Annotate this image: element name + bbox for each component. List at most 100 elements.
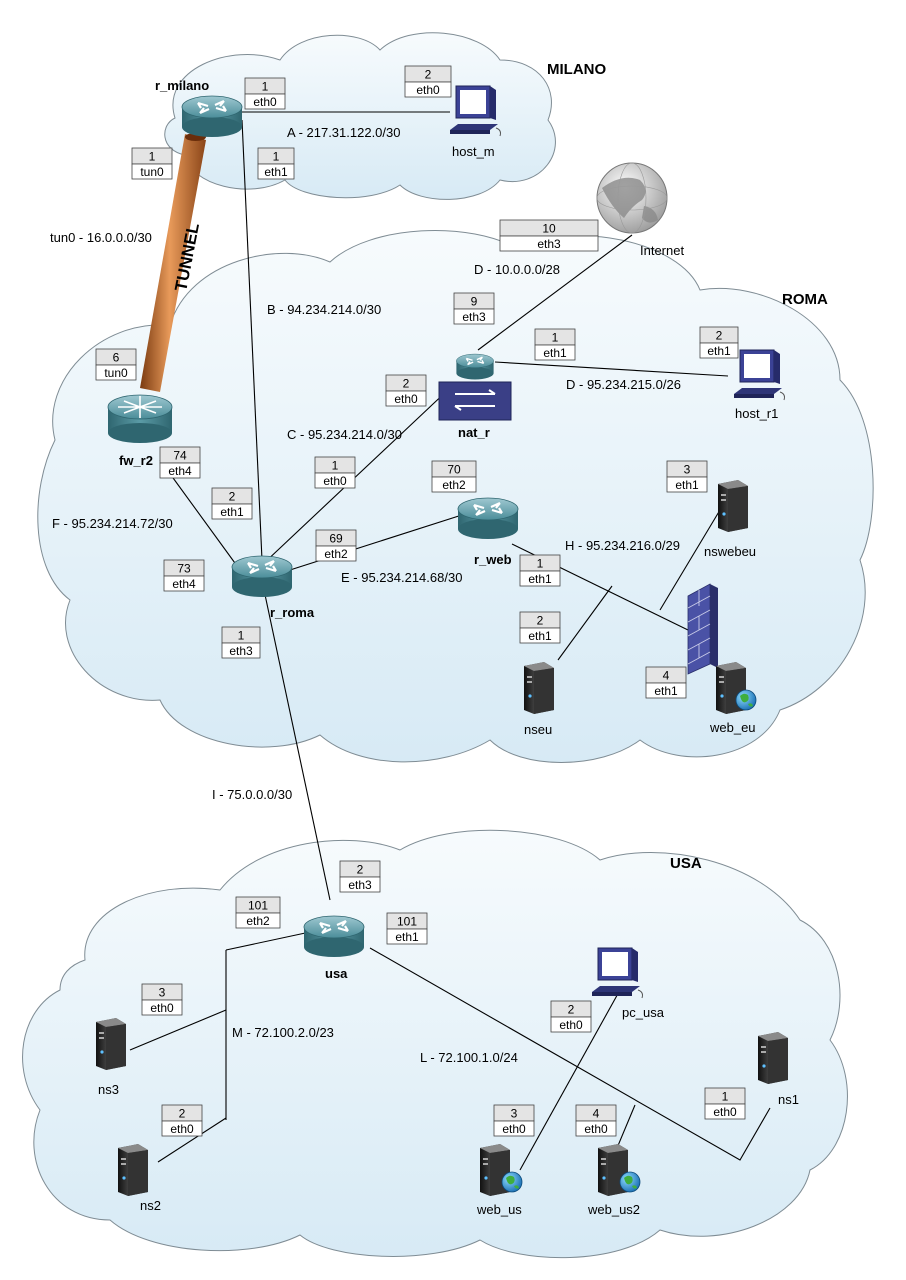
link-m-ns3 [129, 1009, 227, 1051]
server-icon-ns1[interactable] [758, 1032, 788, 1084]
interface-number: 3 [511, 1107, 518, 1121]
interface-name: tun0 [104, 366, 128, 380]
interface-number: 1 [537, 557, 544, 571]
web-globe-icon-web-us [501, 1171, 523, 1193]
interface-name: eth0 [394, 392, 418, 406]
internet-label: Internet [640, 243, 684, 258]
node-label-fw-r2: fw_r2 [119, 453, 153, 468]
node-label-host-m: host_m [452, 144, 495, 159]
interface-name: eth1 [264, 165, 288, 179]
interface-name: eth0 [253, 95, 277, 109]
link-l-web-us2 [616, 1104, 636, 1149]
firewall-router-icon-fw-r2[interactable] [107, 394, 173, 443]
interface-name: eth0 [150, 1001, 174, 1015]
interface-number: 10 [542, 222, 556, 236]
network-label-tun0: tun0 - 16.0.0.0/30 [50, 230, 152, 245]
node-label-nseu: nseu [524, 722, 552, 737]
interface-name: eth3 [348, 878, 372, 892]
node-label-nat-r: nat_r [458, 425, 490, 440]
interface-number: 2 [568, 1003, 575, 1017]
interface-name: eth1 [220, 505, 244, 519]
interface-name: eth2 [442, 478, 466, 492]
internet-globe [596, 162, 668, 234]
interface-name: eth4 [172, 577, 196, 591]
interface-name: eth0 [170, 1122, 194, 1136]
interface-name: eth1 [395, 930, 419, 944]
router-icon-r-roma[interactable] [230, 554, 294, 599]
interface-number: 1 [262, 80, 269, 94]
link-l-pc [519, 989, 621, 1171]
interface-name: eth3 [537, 237, 561, 251]
interface-number: 3 [684, 463, 691, 477]
router-icon-r-web[interactable] [456, 496, 520, 541]
interface-number: 1 [332, 459, 339, 473]
link-i [263, 589, 331, 901]
region-label-milano: MILANO [547, 61, 606, 78]
server-icon-nseu[interactable] [524, 662, 554, 714]
cloud-usa [22, 829, 848, 1259]
server-icon-ns3[interactable] [96, 1018, 126, 1070]
interface-number: 3 [159, 986, 166, 1000]
interface-number: 69 [329, 532, 343, 546]
interface-number: 101 [248, 899, 268, 913]
interface-number: 1 [149, 150, 156, 164]
interface-name: eth0 [713, 1105, 737, 1119]
node-label-ns3: ns3 [98, 1082, 119, 1097]
interface-name: eth1 [528, 572, 552, 586]
nat-router-icon-nat-r[interactable] [438, 353, 512, 421]
router-icon-usa[interactable] [302, 914, 366, 959]
server-icon-nswebeu[interactable] [718, 480, 748, 532]
interface-name: eth1 [528, 629, 552, 643]
interface-number: 6 [113, 351, 120, 365]
interface-name: tun0 [140, 165, 164, 179]
interface-name: eth0 [559, 1018, 583, 1032]
interface-number: 2 [357, 863, 364, 877]
node-label-r-web: r_web [474, 552, 512, 567]
network-label-e: E - 95.234.214.68/30 [341, 570, 462, 585]
link-h-nswebeu [659, 509, 721, 611]
network-label-h: H - 95.234.216.0/29 [565, 538, 680, 553]
interface-name: eth0 [323, 474, 347, 488]
interface-number: 4 [593, 1107, 600, 1121]
interface-name: eth0 [416, 83, 440, 97]
network-label-f: F - 95.234.214.72/30 [52, 516, 173, 531]
node-label-r-milano: r_milano [155, 78, 209, 93]
interface-name: eth0 [502, 1122, 526, 1136]
link-m-a [225, 931, 311, 951]
router-icon-r-milano[interactable] [180, 94, 244, 139]
node-label-r-roma: r_roma [270, 605, 315, 620]
server-icon-ns2[interactable] [118, 1144, 148, 1196]
link-b [241, 119, 263, 561]
link-l [369, 947, 771, 1161]
node-label-web-us: web_us [476, 1202, 522, 1217]
interface-name: eth0 [584, 1122, 608, 1136]
region-label-roma: ROMA [782, 291, 828, 308]
interface-number: 73 [177, 562, 191, 576]
interface-name: eth1 [675, 478, 699, 492]
interface-name: eth1 [654, 684, 678, 698]
interface-number: 2 [403, 377, 410, 391]
firewall-icon-web-eu[interactable] [687, 583, 718, 675]
interface-number: 101 [397, 915, 417, 929]
network-label-m: M - 72.100.2.0/23 [232, 1025, 334, 1040]
interface-number: 70 [447, 463, 461, 477]
node-label-usa: usa [325, 966, 348, 981]
